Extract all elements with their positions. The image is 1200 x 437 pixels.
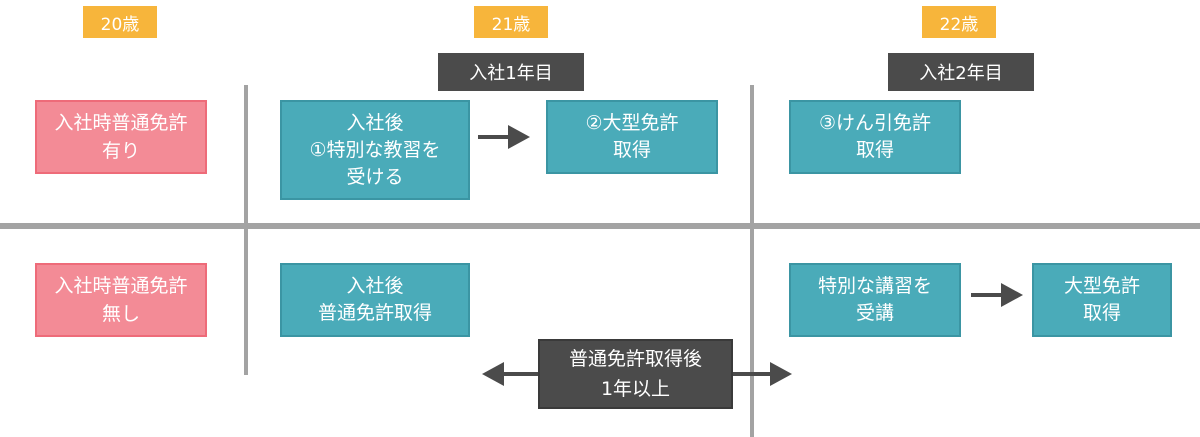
label-with-license-line-1: 入社時普通免許 [54, 112, 188, 134]
step-special-training-line-1: 入社後 [346, 111, 404, 134]
step-large-license-line-1: ②大型免許 [585, 112, 679, 134]
step-large-license-2-line-1: 大型免許 [1063, 275, 1140, 297]
arrow-right-icon [971, 283, 1023, 307]
step-special-training-line-3: 受ける [346, 165, 404, 188]
step-special-course-line-1: 特別な講習を [817, 275, 932, 297]
year-badge-1: 入社1年目 [438, 53, 584, 91]
step-large-license: ②大型免許 取得 [546, 100, 718, 174]
label-without-license-line-1: 入社時普通免許 [54, 275, 188, 297]
step-tow-license-line-2: 取得 [855, 139, 894, 161]
divider-vertical-1 [244, 85, 248, 375]
step-special-training-line-2: ①特別な教習を [309, 138, 441, 161]
label-with-license-line-2: 有り [101, 140, 140, 162]
divider-vertical-2 [750, 85, 754, 437]
step-regular-license-line-1: 入社後 [346, 275, 404, 297]
divider-horizontal [0, 223, 1200, 229]
step-special-training: 入社後 ①特別な教習を 受ける [280, 100, 470, 200]
step-regular-license: 入社後 普通免許取得 [280, 263, 470, 337]
year-badge-2: 入社2年目 [888, 53, 1034, 91]
step-tow-license: ③けん引免許 取得 [789, 100, 961, 174]
arrow-right-icon [478, 125, 530, 149]
step-tow-license-line-1: ③けん引免許 [818, 112, 932, 134]
label-without-license-line-2: 無し [101, 303, 140, 325]
step-special-course: 特別な講習を 受講 [789, 263, 961, 337]
age-badge-21: 21歳 [474, 6, 548, 38]
label-without-license: 入社時普通免許 無し [35, 263, 207, 337]
age-badge-22: 22歳 [922, 6, 996, 38]
label-with-license: 入社時普通免許 有り [35, 100, 207, 174]
step-regular-license-line-2: 普通免許取得 [317, 302, 432, 324]
step-large-license-2-line-2: 取得 [1082, 302, 1121, 324]
step-large-license-line-2: 取得 [612, 139, 651, 161]
span-one-year: 普通免許取得後 1年以上 [538, 339, 733, 409]
span-one-year-line-1: 普通免許取得後 [568, 348, 702, 370]
step-large-license-2: 大型免許 取得 [1032, 263, 1172, 337]
age-badge-20: 20歳 [83, 6, 157, 38]
span-one-year-line-2: 1年以上 [600, 378, 671, 400]
step-special-course-line-2: 受講 [855, 302, 894, 324]
